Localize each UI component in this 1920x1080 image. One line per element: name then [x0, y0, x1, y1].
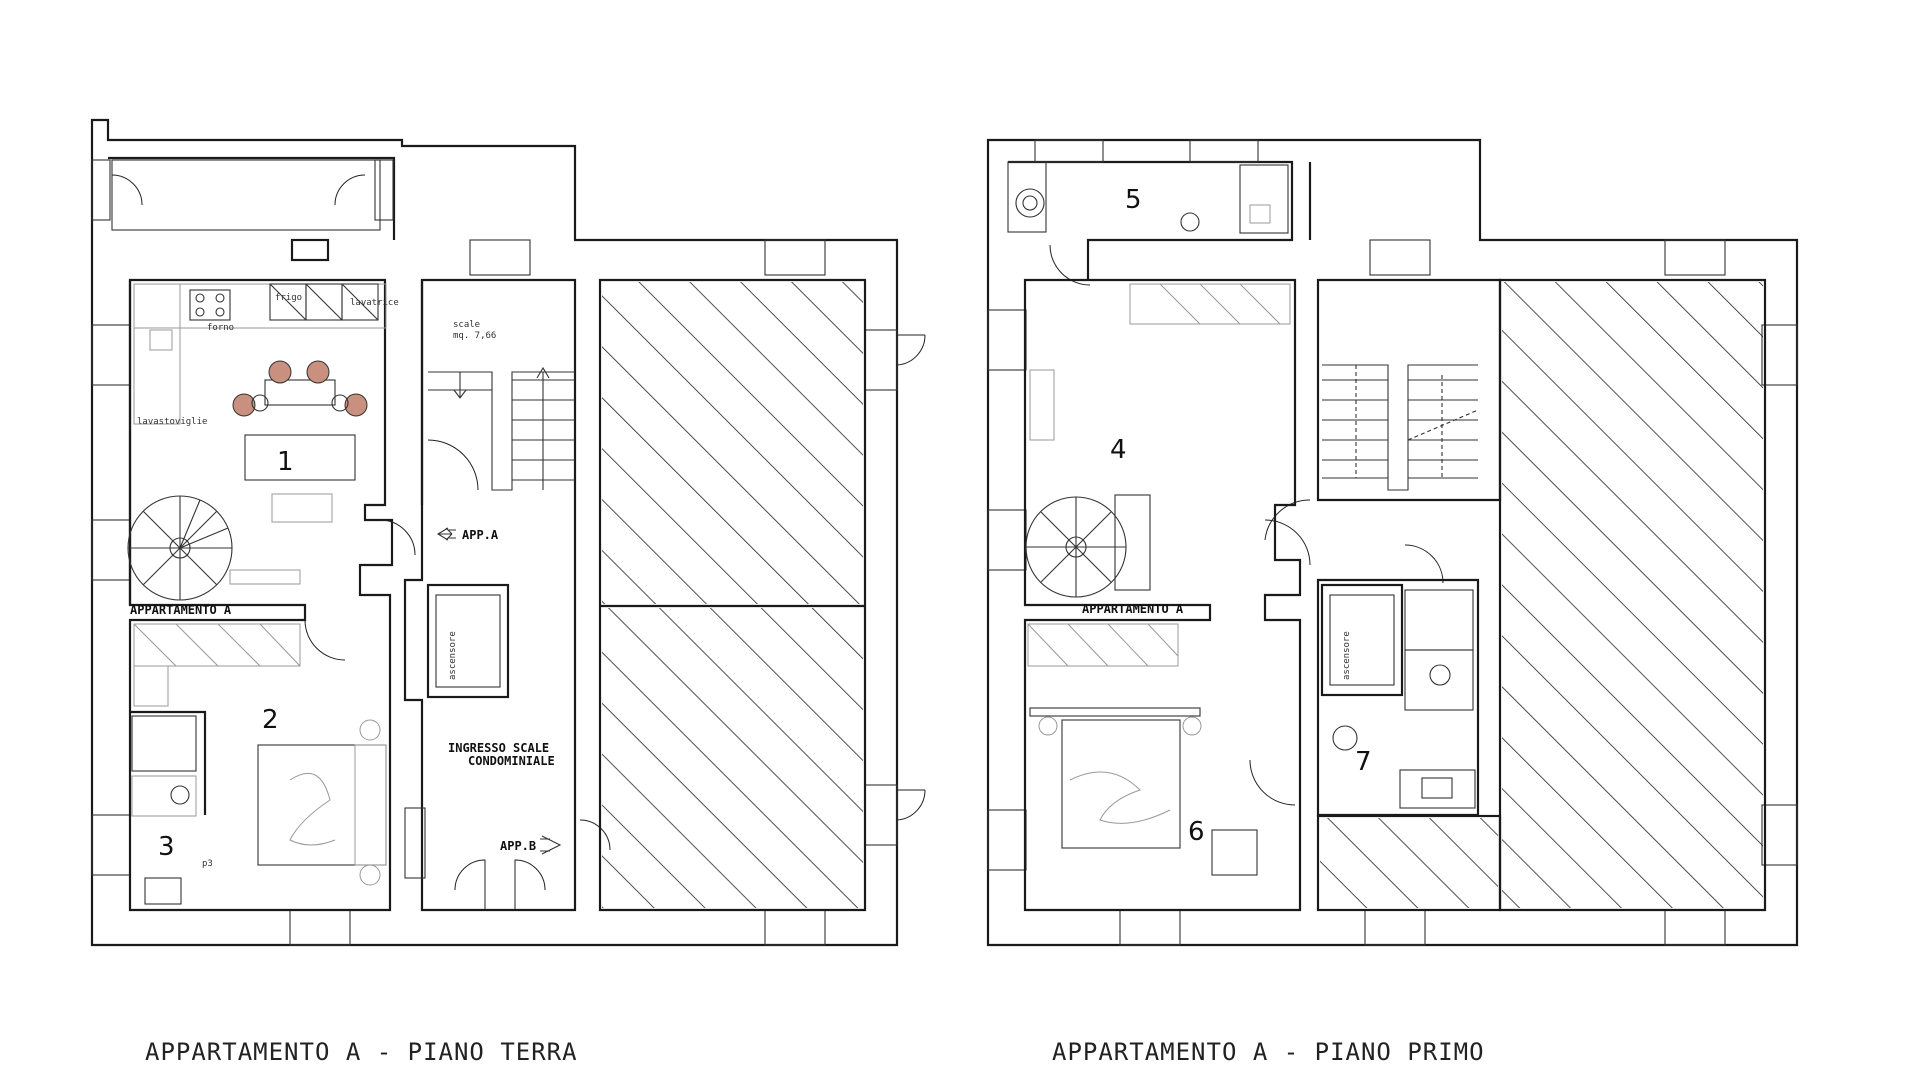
elevator-label-first: ascensore — [1342, 631, 1352, 680]
bedroom-6-furniture — [1027, 623, 1258, 876]
elevator-label-ground: ascensore — [448, 631, 458, 680]
room-4-furniture — [1029, 283, 1311, 566]
bedroom-furniture — [133, 623, 387, 886]
hatched-area — [602, 282, 863, 604]
interior-walls — [1023, 278, 1302, 912]
arrow-left-icon — [436, 527, 456, 541]
common-stair — [427, 366, 575, 491]
room-number-3: 3 — [158, 832, 175, 862]
caption-ground-floor: APPARTAMENTO A - PIANO TERRA — [145, 1038, 578, 1066]
dishwasher-label: lavastoviglie — [137, 417, 207, 427]
hatched-area — [1502, 282, 1763, 908]
entrance-label-1: INGRESSO SCALE — [448, 741, 549, 755]
common-stair-upper — [1264, 364, 1479, 541]
p3-label: p3 — [202, 859, 213, 869]
room-number-6: 6 — [1188, 817, 1205, 847]
fridge-label: frigo — [275, 293, 302, 303]
plan-ground-floor: frigo forno lavatrice lavastoviglie 1 — [90, 118, 926, 947]
apartment-label-ground: APPARTAMENTO A — [130, 603, 232, 617]
oven-label: forno — [207, 323, 234, 333]
kitchen-furniture: frigo forno lavatrice lavastoviglie — [133, 283, 399, 523]
interior-walls — [128, 278, 394, 912]
app-a-label: APP.A — [462, 528, 499, 542]
room-number-4: 4 — [1110, 435, 1127, 465]
stairs-label: scale — [453, 320, 480, 330]
app-b-label: APP.B — [500, 839, 536, 853]
elevator: ascensore — [1320, 583, 1404, 697]
exterior-wall — [986, 138, 1799, 947]
room-number-2: 2 — [262, 705, 279, 735]
apartment-label-first: APPARTAMENTO A — [1082, 602, 1184, 616]
exterior-wall — [90, 118, 899, 947]
spiral-stair-icon — [127, 495, 233, 601]
room-number-5: 5 — [1125, 185, 1142, 215]
bathroom-fixtures — [130, 710, 207, 905]
room-number-1: 1 — [277, 447, 294, 477]
elevator: ascensore — [426, 583, 510, 699]
bathroom-7-fixtures — [1249, 544, 1476, 809]
stairs-area: mq. 7,66 — [453, 331, 496, 341]
washer-label: lavatrice — [350, 298, 399, 308]
caption-first-floor: APPARTAMENTO A - PIANO PRIMO — [1052, 1038, 1485, 1066]
room-number-7: 7 — [1355, 747, 1372, 777]
entrance-label-2: CONDOMINIALE — [468, 754, 555, 768]
arrow-right-icon — [540, 835, 562, 855]
spiral-stair-icon — [1025, 496, 1127, 598]
bathroom-5-fixtures — [1007, 161, 1289, 286]
plan-first-floor: 5 4 APP — [986, 138, 1799, 947]
